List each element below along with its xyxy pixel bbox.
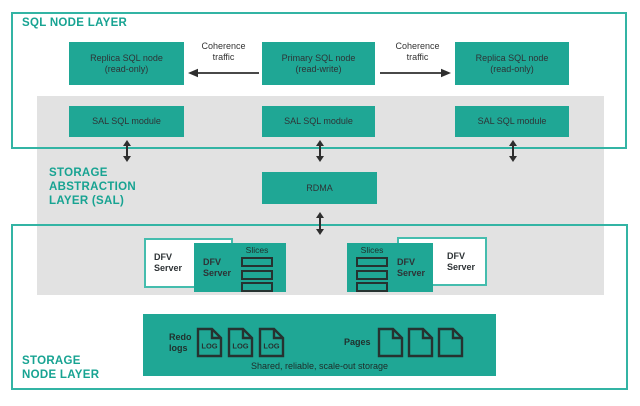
- log-document-icon: LOG: [258, 327, 285, 358]
- sal-sql-module-right: SAL SQL module: [455, 106, 569, 137]
- slices-group-left: Slices: [241, 245, 273, 295]
- left-arrow-icon: [188, 68, 259, 78]
- slices-group-right: Slices: [356, 245, 388, 295]
- rdma-box: RDMA: [262, 172, 377, 204]
- slice-icon: [241, 282, 273, 292]
- double-arrow-icon: [316, 140, 324, 162]
- double-arrow-icon: [509, 140, 517, 162]
- coherence-traffic-label-left: Coherence traffic: [201, 41, 246, 62]
- page-document-icon: [377, 327, 404, 358]
- double-arrow-icon: [123, 140, 131, 162]
- slice-icon: [241, 269, 273, 280]
- shared-storage-box: [143, 314, 496, 376]
- coherence-traffic-label-right: Coherence traffic: [395, 41, 440, 62]
- replica-sql-node-right: Replica SQL node (read-only): [455, 42, 569, 85]
- page-document-icon: [407, 327, 434, 358]
- redo-logs-label: Redo logs: [169, 332, 192, 353]
- replica-sql-node-left: Replica SQL node (read-only): [69, 42, 184, 85]
- page-document-icon: [437, 327, 464, 358]
- slices-label: Slices: [245, 245, 269, 255]
- slice-icon: [356, 269, 388, 280]
- sal-sql-module-left: SAL SQL module: [69, 106, 184, 137]
- primary-sql-node: Primary SQL node (read-write): [262, 42, 375, 85]
- dfv-server-label: DFV Server: [203, 257, 232, 278]
- sql-node-layer-title: SQL NODE LAYER: [22, 17, 128, 29]
- sal-sql-module-middle: SAL SQL module: [262, 106, 375, 137]
- slice-icon: [356, 257, 388, 267]
- log-document-icon: LOG: [227, 327, 254, 358]
- storage-node-layer-title: STORAGE NODE LAYER: [22, 355, 100, 381]
- dfv-server-label: DFV Server: [154, 252, 183, 273]
- dfv-server-label: DFV Server: [397, 257, 426, 278]
- slice-icon: [241, 257, 273, 267]
- log-doc-label: LOG: [263, 342, 279, 351]
- pages-label: Pages: [344, 337, 371, 347]
- double-arrow-icon: [316, 212, 324, 235]
- storage-abstraction-layer-title: STORAGE ABSTRACTION LAYER (SAL): [49, 167, 136, 207]
- slice-icon: [356, 282, 388, 292]
- slices-label: Slices: [360, 245, 384, 255]
- log-doc-label: LOG: [201, 342, 217, 351]
- right-arrow-icon: [380, 68, 451, 78]
- log-doc-label: LOG: [232, 342, 248, 351]
- dfv-server-label: DFV Server: [447, 251, 476, 272]
- log-document-icon: LOG: [196, 327, 223, 358]
- shared-storage-caption: Shared, reliable, scale-out storage: [250, 361, 389, 371]
